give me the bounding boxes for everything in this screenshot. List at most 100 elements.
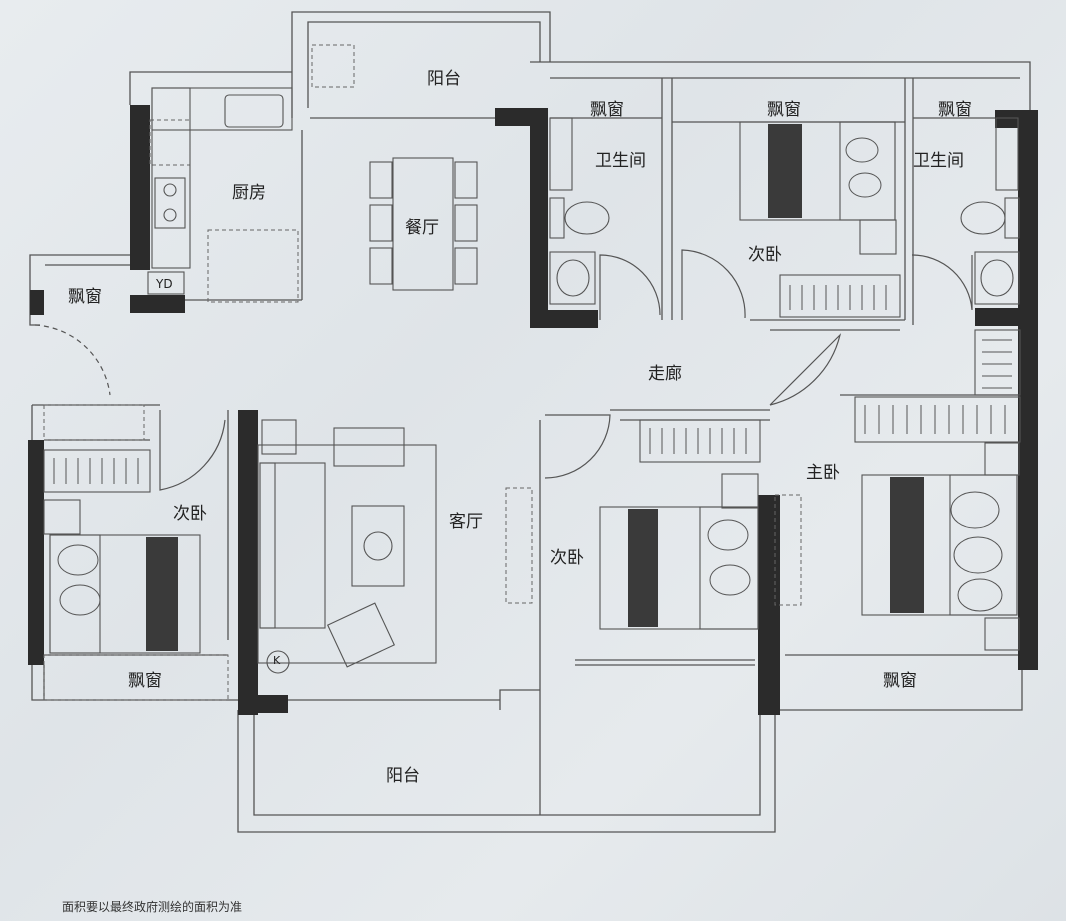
wall-thick-master-left xyxy=(758,495,780,715)
bed-master xyxy=(861,474,1018,616)
fridge xyxy=(207,229,299,303)
chair-r1 xyxy=(454,161,478,199)
wall-thick-living-bottom xyxy=(238,695,288,713)
bed-mid xyxy=(599,506,759,630)
wall-thick-bath1-bottom xyxy=(530,310,598,328)
wall-thick-bedleft-left xyxy=(28,440,44,665)
door-mid xyxy=(544,414,611,479)
pillow-master-1 xyxy=(950,491,1000,529)
bed-left-stripe xyxy=(146,537,178,651)
side-table xyxy=(333,427,405,467)
living-lamp xyxy=(261,419,297,455)
outline-bottom-mid xyxy=(499,689,540,710)
label-bath1: 卫生间 xyxy=(595,151,646,171)
bath2-toilet-tank xyxy=(1004,197,1020,239)
dining-table xyxy=(392,157,454,291)
stove xyxy=(154,177,186,229)
label-bay-bath2: 飘窗 xyxy=(938,100,972,120)
bath2-basin xyxy=(974,251,1020,305)
bath1-basin-bowl xyxy=(556,259,590,297)
footnote: 面积要以最终政府测绘的面积为准 xyxy=(62,900,243,914)
bed-master-pillows xyxy=(949,474,1018,616)
burner2 xyxy=(163,208,177,222)
label-bay-bed-left: 飘窗 xyxy=(128,671,162,691)
wall-thick-right xyxy=(1018,110,1038,670)
outline-bottom-balcony-inner xyxy=(253,715,761,816)
sofa-back xyxy=(259,462,276,629)
wall-thick-living-left xyxy=(238,410,258,715)
label-bay-master: 飘窗 xyxy=(883,671,917,691)
bed-top xyxy=(739,121,896,221)
nightstand-left xyxy=(43,499,81,535)
nightstand-master2 xyxy=(984,617,1020,651)
nightstand-master1 xyxy=(984,442,1020,476)
label-yd: YD xyxy=(156,277,173,291)
wall-thick-kitchen-left xyxy=(130,105,150,270)
kitchen-hood xyxy=(149,119,191,166)
burner1 xyxy=(163,183,177,197)
label-master: 主卧 xyxy=(806,463,840,483)
door-master xyxy=(769,333,842,406)
bedleft-closet-door xyxy=(43,404,145,441)
label-living: 客厅 xyxy=(449,512,483,532)
master-closet-h xyxy=(854,396,1021,443)
chair-r3 xyxy=(454,247,478,285)
label-bay-bed-top: 飘窗 xyxy=(767,100,801,120)
label-kitchen: 厨房 xyxy=(232,183,266,203)
label-balcony-top: 阳台 xyxy=(427,69,461,89)
outline-top-balcony-inner xyxy=(307,21,541,108)
outline-bottom-balcony xyxy=(237,710,776,833)
bed-master-stripe xyxy=(890,477,924,613)
tv-master xyxy=(774,494,802,606)
bed-mid-closet xyxy=(639,419,761,463)
pillow-master-2 xyxy=(953,536,1003,574)
balcony-top-washer xyxy=(311,44,355,88)
nightstand-top xyxy=(859,219,897,255)
wall-thick-bay-left xyxy=(30,290,44,315)
rug xyxy=(257,444,437,664)
yd-box xyxy=(147,271,185,295)
label-bed-top: 次卧 xyxy=(748,245,782,265)
pillow-top-1 xyxy=(845,137,879,163)
label-bath2: 卫生间 xyxy=(913,151,964,171)
chair-r2 xyxy=(454,204,478,242)
bath2-toilet xyxy=(960,201,1006,235)
label-balcony-bottom: 阳台 xyxy=(386,766,420,786)
bath1-toilet xyxy=(564,201,610,235)
pillow-left-2 xyxy=(59,584,101,616)
chair-l3 xyxy=(369,247,393,285)
outline-left xyxy=(31,405,238,701)
door-bedtop xyxy=(681,249,746,320)
master-closet-v xyxy=(974,329,1021,396)
bed-top-headboard xyxy=(839,121,896,221)
closet-hatch-mid xyxy=(649,428,747,454)
door-bay-swing xyxy=(34,324,111,396)
closet-hatch-master xyxy=(864,405,1006,434)
k-circle xyxy=(266,650,290,674)
closet-hatch-master-v xyxy=(982,339,1012,389)
kitchen-counter-top xyxy=(151,87,293,131)
armchair xyxy=(326,602,396,668)
wall-thick-bath2-bottom xyxy=(975,308,1020,326)
bath2-shower xyxy=(995,117,1019,191)
tv-living xyxy=(505,487,533,604)
door-bath2 xyxy=(911,254,973,311)
kitchen-counter-left xyxy=(151,87,191,269)
bed-top-closet xyxy=(779,274,901,318)
bath1-basin xyxy=(549,251,596,305)
pillow-top-2 xyxy=(848,172,882,198)
label-corridor: 走廊 xyxy=(648,364,682,384)
outline-right-top xyxy=(530,61,1031,110)
wall-thick-right-top xyxy=(995,110,1020,128)
coffee-table-decor xyxy=(363,531,393,561)
closet-hatch-left xyxy=(53,458,139,484)
label-bay-bath1: 飘窗 xyxy=(590,100,624,120)
chair-l2 xyxy=(369,204,393,242)
label-bay-left: 飘窗 xyxy=(68,287,102,307)
bed-mid-stripe xyxy=(628,509,658,627)
chair-l1 xyxy=(369,161,393,199)
label-dining: 餐厅 xyxy=(405,218,439,238)
door-bath1 xyxy=(599,254,661,320)
sofa xyxy=(259,462,326,629)
